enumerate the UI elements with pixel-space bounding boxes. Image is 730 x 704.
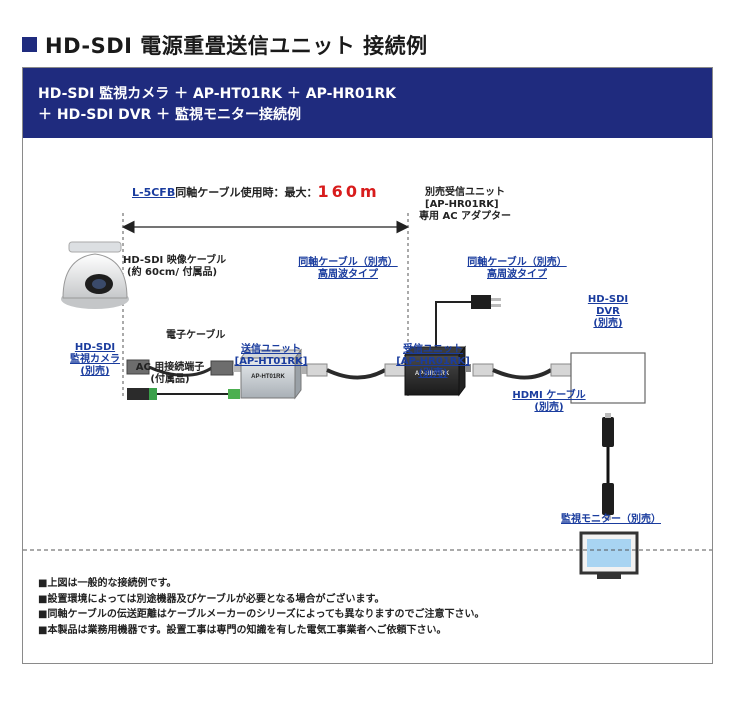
video-cable-label-1: HD-SDI 映像ケーブル — [123, 255, 227, 266]
page-title: HD-SDI 電源重畳送信ユニット 接続例 — [22, 30, 428, 60]
distance-label: L-5CFB同軸ケーブル使用時：最大：160m — [132, 184, 380, 200]
transmitter-device-label: AP-HT01RK — [251, 374, 285, 380]
receiver-device-label: AP-HR01RK — [415, 371, 450, 377]
hdmi-cable-label-1: HDMI ケーブル — [512, 390, 586, 401]
power-cable-label: 電子ケーブル — [166, 330, 226, 341]
ac-terminal-image — [127, 388, 240, 400]
header-line-1: HD-SDI 監視カメラ ＋ AP-HT01RK ＋ AP-HR01RK — [38, 86, 396, 102]
notes-list: 上図は一般的な接続例です。 設置環境によっては別途機器及びケーブルが必要となる場… — [38, 576, 484, 638]
coax-cable-1-label-2: 高周波タイプ — [318, 269, 378, 280]
square-bullet-icon — [22, 37, 37, 52]
dvr-label-3: (別売) — [593, 318, 623, 329]
video-cable-label-2: (約 60cm/ 付属品) — [127, 267, 218, 278]
dvr-label-2: DVR — [596, 306, 620, 317]
coax-cable-1-label: 同軸ケーブル（別売） 高周波タイプ — [293, 257, 403, 281]
header-line-2: ＋ HD-SDI DVR ＋ 監視モニター接続例 — [38, 107, 302, 123]
receiver-label-3: (別売) — [418, 368, 448, 379]
cable-type: L-5CFB — [132, 186, 176, 199]
transmitter-label-2: [AP-HT01RK] — [234, 356, 308, 367]
ac-adapter-label-1: 別売受信ユニット — [425, 187, 505, 198]
ac-terminal-label: AC 用接続端子 (付属品) — [125, 362, 215, 386]
coax-cable-1-image — [306, 363, 406, 380]
coax-cable-1-label-1: 同軸ケーブル（別売） — [298, 257, 398, 268]
camera-image — [61, 241, 129, 309]
note-item: 同軸ケーブルの伝送距離はケーブルメーカーのシリーズによっても異なりますのでご注意… — [38, 607, 484, 623]
ac-adapter-label-3: 専用 AC アダプター — [419, 211, 512, 222]
distance-indicator — [121, 213, 410, 398]
camera-label-1: HD-SDI — [74, 342, 116, 353]
camera-label: HD-SDI 監視カメラ (別売) — [55, 342, 135, 378]
coax-cable-2-label-2: 高周波タイプ — [487, 269, 547, 280]
ac-terminal-label-2: (付属品) — [150, 374, 190, 385]
note-item: 上図は一般的な接続例です。 — [38, 576, 484, 592]
header-bar: HD-SDI 監視カメラ ＋ AP-HT01RK ＋ AP-HR01RK ＋ H… — [23, 68, 712, 138]
coax-cable-2-label: 同軸ケーブル（別売） 高周波タイプ — [462, 257, 572, 281]
camera-label-2: 監視カメラ — [70, 354, 120, 365]
coax-cable-2-label-1: 同軸ケーブル（別売） — [467, 257, 567, 268]
dvr-label: HD-SDI DVR (別売) — [571, 294, 645, 330]
dvr-box — [570, 352, 646, 404]
note-item: 設置環境によっては別途機器及びケーブルが必要となる場合がございます。 — [38, 592, 484, 608]
transmitter-label: 送信ユニット [AP-HT01RK] — [226, 344, 316, 368]
hdmi-cable-label: HDMI ケーブル (別売) — [509, 390, 589, 414]
monitor-image — [579, 531, 639, 579]
transmitter-label-1: 送信ユニット — [241, 344, 301, 355]
page-title-text: HD-SDI 電源重畳送信ユニット 接続例 — [45, 34, 428, 58]
coax-cable-2-image — [472, 363, 572, 380]
receiver-label-2: [AP-HR01RK] — [396, 356, 470, 367]
hdmi-cable-label-2: (別売) — [534, 402, 564, 413]
ac-adapter-image — [435, 295, 501, 353]
distance-value: 160m — [317, 182, 380, 201]
monitor-label: 監視モニター（別売） — [561, 514, 661, 525]
diagram-frame: HD-SDI 監視カメラ ＋ AP-HT01RK ＋ AP-HR01RK ＋ H… — [22, 67, 713, 664]
transmitter-unit-image: AP-HT01RK — [240, 348, 307, 400]
video-cable-label: HD-SDI 映像ケーブル (約 60cm/ 付属品) — [123, 255, 243, 279]
connection-diagram: AP-HT01RK AP-HR01RK — [23, 213, 712, 579]
ac-adapter-label: 別売受信ユニット [AP-HR01RK] 専用 AC アダプター — [419, 187, 539, 223]
ac-terminal-label-1: AC 用接続端子 — [135, 362, 205, 373]
receiver-unit-image: AP-HR01RK — [404, 345, 471, 397]
receiver-label-1: 受信ユニット — [403, 344, 463, 355]
receiver-label: 受信ユニット [AP-HR01RK] (別売) — [388, 344, 478, 380]
dvr-label-1: HD-SDI — [587, 294, 629, 305]
distance-text: 同軸ケーブル使用時：最大： — [175, 186, 318, 199]
video-cable-image — [126, 359, 241, 377]
ac-adapter-label-2: [AP-HR01RK] — [425, 199, 499, 210]
hdmi-cable-image — [602, 413, 614, 520]
camera-label-3: (別売) — [80, 366, 110, 377]
note-item: 本製品は業務用機器です。設置工事は専門の知識を有した電気工事業者へご依頼下さい。 — [38, 623, 484, 639]
